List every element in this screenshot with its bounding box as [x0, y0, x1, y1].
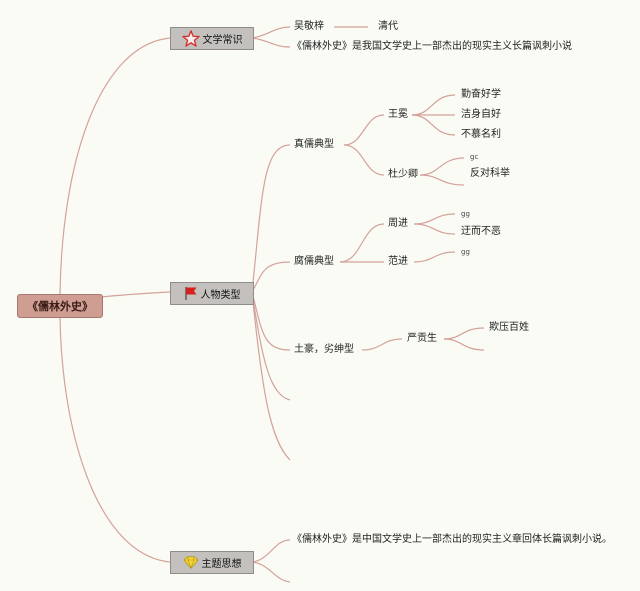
- link-yangongsheng-trait-1: [443, 327, 485, 340]
- link-zhenru-dushaoqing: [343, 144, 385, 176]
- dynasty-node[interactable]: 清代: [378, 21, 398, 32]
- link-zhenru-wangmian: [343, 114, 385, 146]
- link-chars-empty-2: [251, 291, 291, 461]
- link-wangmian-trait-1: [411, 94, 456, 116]
- link-lit-summary: [251, 37, 291, 48]
- topic-literature-label: 文学常识: [202, 35, 243, 46]
- link-yangongsheng-empty: [443, 338, 485, 351]
- topic-theme[interactable]: 主题思想: [170, 551, 254, 574]
- person-yangongsheng[interactable]: 严贡生: [407, 333, 437, 344]
- link-chars-tuhao: [251, 291, 291, 351]
- flag-icon: [184, 286, 198, 301]
- trait-zhoujin-1[interactable]: gg: [461, 210, 470, 218]
- person-fanjin[interactable]: 范进: [388, 256, 408, 267]
- link-dushaoqing-trait-1: [419, 157, 465, 176]
- link-dushaoqing-trait-2: [419, 174, 465, 186]
- gem-icon: [182, 556, 199, 569]
- trait-wangmian-1[interactable]: 勤奋好学: [461, 89, 501, 100]
- link-chars-furu: [251, 261, 291, 293]
- topic-literature[interactable]: 文学常识: [170, 27, 254, 50]
- root-node[interactable]: 《儒林外史》: [17, 294, 103, 318]
- link-theme-empty: [251, 561, 291, 583]
- link-theme-summary: [251, 539, 291, 563]
- link-wangmian-trait-3: [411, 114, 456, 136]
- root-label: 《儒林外史》: [27, 300, 93, 313]
- person-wangmian[interactable]: 王冕: [388, 109, 408, 120]
- link-root-theme: [59, 316, 171, 563]
- trait-fanjin-1[interactable]: gg: [461, 248, 470, 256]
- person-zhoujin[interactable]: 周进: [388, 218, 408, 229]
- topic-characters[interactable]: 人物类型: [170, 282, 254, 305]
- trait-wangmian-2[interactable]: 洁身自好: [461, 109, 501, 120]
- link-chars-zhenru: [251, 144, 291, 293]
- link-chars-empty-1: [251, 291, 291, 401]
- star-icon: [181, 30, 200, 47]
- group-zhenru[interactable]: 真儒典型: [294, 139, 334, 150]
- link-root-literature: [59, 37, 171, 295]
- topic-theme-label: 主题思想: [201, 559, 242, 570]
- trait-dushaoqing-1[interactable]: gc: [470, 153, 479, 161]
- trait-dushaoqing-2[interactable]: 反对科举: [470, 168, 510, 179]
- link-zhoujin-trait-2: [413, 223, 456, 235]
- trait-zhoujin-2[interactable]: 迂而不恶: [461, 226, 501, 237]
- link-zhoujin-trait-1: [413, 213, 456, 225]
- link-furu-zhoujin: [339, 223, 385, 263]
- link-root-characters: [100, 291, 171, 298]
- author-node[interactable]: 吴敬梓: [294, 21, 324, 32]
- person-dushaoqing[interactable]: 杜少卿: [388, 169, 418, 180]
- theme-summary-node[interactable]: 《儒林外史》是中国文学史上一部杰出的现实主义章回体长篇讽刺小说。: [292, 534, 612, 545]
- topic-characters-label: 人物类型: [200, 290, 241, 301]
- group-furu[interactable]: 腐儒典型: [294, 256, 334, 267]
- link-fanjin-trait-1: [413, 251, 456, 263]
- link-lit-author: [251, 26, 291, 39]
- link-tuhao-yangongsheng: [361, 338, 403, 351]
- literature-summary-node[interactable]: 《儒林外史》是我国文学史上一部杰出的现实主义长篇讽刺小说: [292, 41, 572, 52]
- group-tuhao[interactable]: 土豪，劣绅型: [294, 344, 354, 355]
- trait-wangmian-3[interactable]: 不慕名利: [461, 129, 501, 140]
- trait-yangongsheng-1[interactable]: 欺压百姓: [489, 322, 529, 333]
